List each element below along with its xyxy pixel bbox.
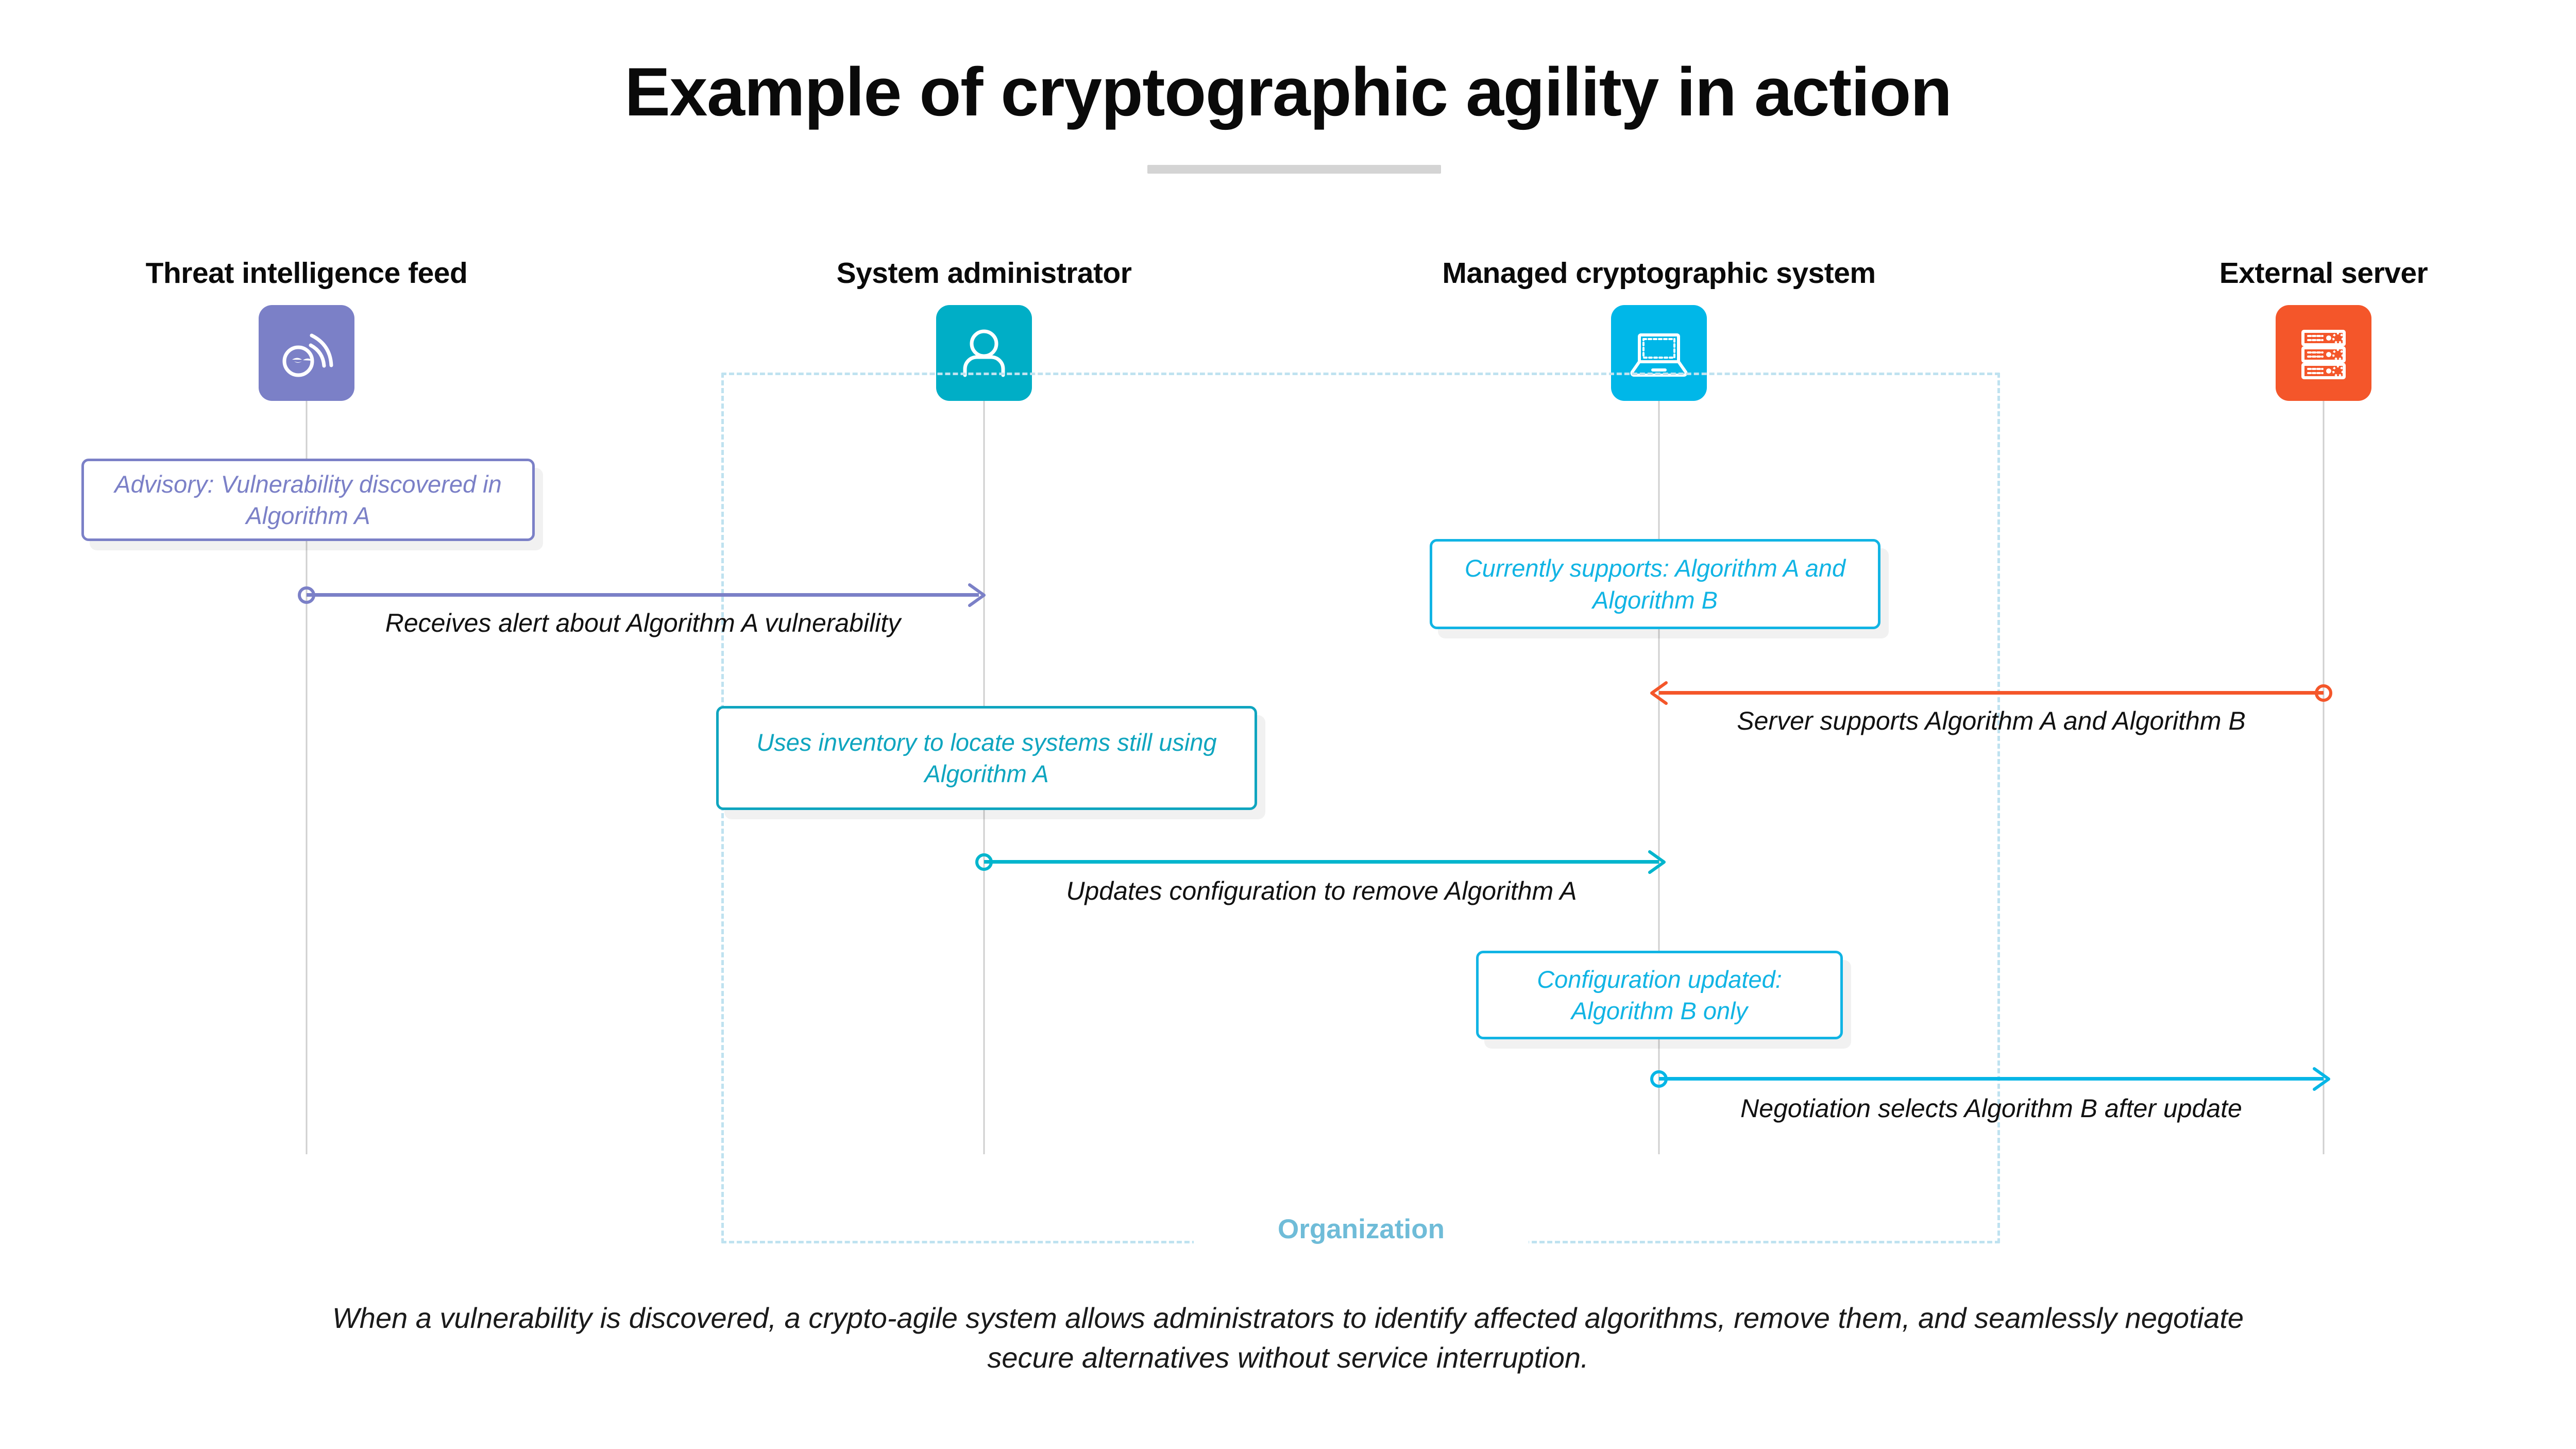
lane-header-external-server: External server xyxy=(2219,257,2428,290)
threat-radar-icon xyxy=(259,305,354,401)
message-label-negotiation-selects: Negotiation selects Algorithm B after up… xyxy=(1740,1094,2242,1123)
title-underline-rule xyxy=(1147,165,1441,174)
message-arrowhead-server-supports xyxy=(1649,681,1672,705)
message-label-server-supports: Server supports Algorithm A and Algorith… xyxy=(1737,706,2246,735)
organization-boundary-label: Organization xyxy=(1194,1214,1529,1245)
page-title: Example of cryptographic agility in acti… xyxy=(624,54,1952,130)
message-arrowhead-receives-alert xyxy=(963,583,987,607)
lifeline-threat-intelligence-feed xyxy=(306,401,308,1154)
message-arrowhead-negotiation-selects xyxy=(2308,1067,2332,1091)
server-rack-icon xyxy=(2276,305,2371,401)
note-uses-inventory: Uses inventory to locate systems still u… xyxy=(716,706,1257,810)
message-line-receives-alert xyxy=(307,593,979,597)
message-origin-dot-receives-alert xyxy=(298,586,315,604)
message-label-updates-configuration: Updates configuration to remove Algorith… xyxy=(1066,877,1577,905)
lane-header-threat-intelligence-feed: Threat intelligence feed xyxy=(145,257,468,290)
message-origin-dot-updates-configuration xyxy=(975,853,993,871)
message-label-receives-alert: Receives alert about Algorithm A vulnera… xyxy=(385,609,901,637)
figure-caption: When a vulnerability is discovered, a cr… xyxy=(332,1302,2244,1374)
user-person-icon xyxy=(936,305,1032,401)
lifeline-managed-cryptographic-system xyxy=(1658,401,1660,1154)
message-line-updates-configuration xyxy=(984,860,1659,864)
message-line-negotiation-selects xyxy=(1659,1077,2324,1081)
lane-header-managed-cryptographic-system: Managed cryptographic system xyxy=(1442,257,1876,290)
message-arrowhead-updates-configuration xyxy=(1643,850,1667,874)
message-line-server-supports xyxy=(1659,691,2324,695)
lane-header-system-administrator: System administrator xyxy=(836,257,1132,290)
message-origin-dot-server-supports xyxy=(2315,684,2332,702)
lifeline-external-server xyxy=(2323,401,2325,1154)
note-currently-supports: Currently supports: Algorithm A and Algo… xyxy=(1430,539,1880,629)
note-configuration-updated: Configuration updated: Algorithm B only xyxy=(1476,951,1843,1039)
note-advisory-vulnerability: Advisory: Vulnerability discovered in Al… xyxy=(81,459,535,541)
message-origin-dot-negotiation-selects xyxy=(1650,1070,1668,1088)
